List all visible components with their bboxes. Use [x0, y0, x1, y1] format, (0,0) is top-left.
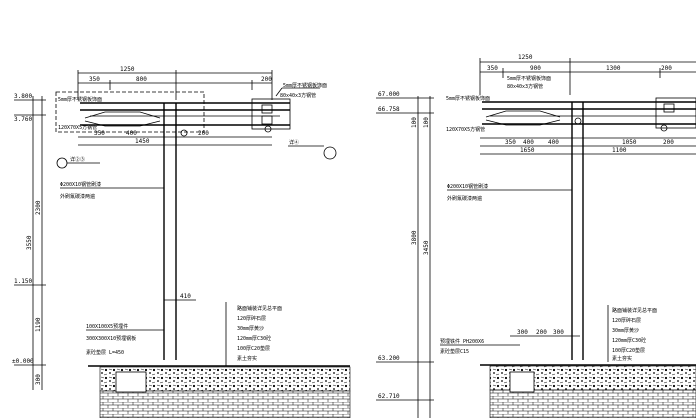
- note-tube-80x40: 80x40x3方钢管: [280, 92, 316, 99]
- right-section: 1250 350 900 1300 200 5mm厚不锈钢板饰面 80x40x3…: [376, 54, 696, 418]
- r-note-left: 5mm厚不锈钢板饰面: [446, 95, 490, 102]
- layer-note-2: 120厚碎石层: [237, 315, 266, 322]
- r-layer-note-4: 120mm厚C30砼: [612, 337, 646, 344]
- r-sdim-300b: 300: [553, 329, 564, 336]
- r-mdim-1050: 1050: [622, 139, 637, 146]
- r-layer-note-3: 30mm厚黄沙: [612, 327, 639, 334]
- vdim-2300: 2300: [35, 200, 42, 215]
- vdim-300: 300: [35, 374, 42, 385]
- r-bdim-1100: 1100: [612, 147, 627, 154]
- base-note-2: 300X300X10预埋钢板: [86, 335, 136, 342]
- r-dim-1300: 1300: [606, 65, 621, 72]
- callout-1-marker: [56, 157, 68, 169]
- r-vdim-3450: 3450: [423, 240, 430, 255]
- post-note-1: Φ200X10钢管刷漆: [60, 181, 101, 188]
- r-mdim-400: 400: [523, 139, 534, 146]
- layer-note-4: 120mm厚C30砼: [237, 335, 271, 342]
- r-vdim-100b: 100: [423, 117, 430, 128]
- elev-0000: ±0.000: [12, 358, 34, 365]
- note-steel-cover: 5mm厚不锈钢板饰面: [283, 82, 327, 89]
- r-note-top: 5mm厚不锈钢板饰面: [507, 75, 551, 82]
- elev-3760: 3.760: [14, 116, 32, 123]
- r-mdim-200: 200: [663, 139, 674, 146]
- layer-note-3: 30mm厚黄沙: [237, 325, 264, 332]
- r-note-top-2: 80x40x3方钢管: [507, 83, 543, 90]
- r-sdim-200: 200: [536, 329, 547, 336]
- callout-1: 详②③: [70, 156, 85, 163]
- note-left-tube: 120X70X5方钢管: [58, 124, 97, 131]
- vdim-1190: 1190: [35, 317, 42, 332]
- r-mdim-400b: 400: [548, 139, 559, 146]
- left-layer-notes: 路面铺装详见总平面 120厚碎石层 30mm厚黄沙 120mm厚C30砼 100…: [225, 302, 282, 366]
- base-note-3: 素砼垫层 L=450: [86, 349, 124, 356]
- layer-note-5: 100厚C20垫层: [237, 345, 270, 352]
- r-post-note-2: 外刷氟碳漆两遍: [447, 195, 482, 202]
- dim-bot-1450: 1450: [135, 138, 150, 145]
- r-dim-1250: 1250: [518, 54, 533, 61]
- r-layer-note-6: 素土夯实: [612, 355, 632, 362]
- r-elev-66758: 66.758: [378, 106, 400, 113]
- r-vdim-100: 100: [411, 117, 418, 128]
- r-layer-note-2: 120厚碎石层: [612, 317, 641, 324]
- dim-top-1250: 1250: [120, 66, 135, 73]
- dim-800: 800: [136, 76, 147, 83]
- r-layer-note-1: 路面铺装详见总平面: [612, 307, 657, 314]
- post-note-2: 外刷氟碳漆两遍: [60, 193, 95, 200]
- detail-box: [55, 91, 205, 133]
- r-elev-63200: 63.200: [378, 355, 400, 362]
- dim-350: 350: [89, 76, 100, 83]
- r-base-note-1: 预埋铁件 PH200X6: [440, 338, 484, 345]
- left-section: 1250 350 800 200 5mm厚不锈钢板饰面 80x40x3方钢管 5…: [12, 66, 351, 418]
- r-bdim-1650: 1650: [520, 147, 535, 154]
- r-dim-900: 900: [530, 65, 541, 72]
- r-dim-350: 350: [487, 65, 498, 72]
- layer-note-6: 素土夯实: [237, 355, 257, 362]
- r-post-note-1: Φ200X10钢管刷漆: [447, 183, 488, 190]
- note-left-cover: 5mm厚不锈钢板饰面: [58, 96, 102, 103]
- r-elev-62710: 62.710: [378, 393, 400, 400]
- dim-bot-400: 400: [126, 130, 137, 137]
- vdim-3550: 3550: [26, 235, 33, 250]
- dim-bot-350: 350: [94, 130, 105, 137]
- callout-2-marker: [323, 146, 337, 160]
- dim-bot-200: 200: [198, 130, 209, 137]
- r-note-left-2: 120X70X5方钢管: [446, 126, 485, 133]
- dim-410: 410: [180, 293, 191, 300]
- dim-200: 200: [261, 76, 272, 83]
- r-layer-note-5: 100厚C20垫层: [612, 347, 645, 354]
- r-base-note-2: 素砼垫层C15: [440, 348, 469, 355]
- r-dim-200: 200: [661, 65, 672, 72]
- r-sdim-300: 300: [517, 329, 528, 336]
- layer-note-1: 路面铺装详见总平面: [237, 305, 282, 312]
- r-mdim-350: 350: [505, 139, 516, 146]
- r-vdim-3800: 3800: [411, 230, 418, 245]
- elev-3800: 3.800: [14, 93, 32, 100]
- elev-1150: 1.150: [14, 278, 32, 285]
- r-elev-67000: 67.000: [378, 91, 400, 98]
- right-layer-notes: 路面铺装详见总平面 120厚碎石层 30mm厚黄沙 120mm厚C30砼 100…: [607, 305, 657, 362]
- callout-2: 详④: [289, 139, 299, 146]
- base-note-1: 100X100X5预埋件: [86, 323, 128, 330]
